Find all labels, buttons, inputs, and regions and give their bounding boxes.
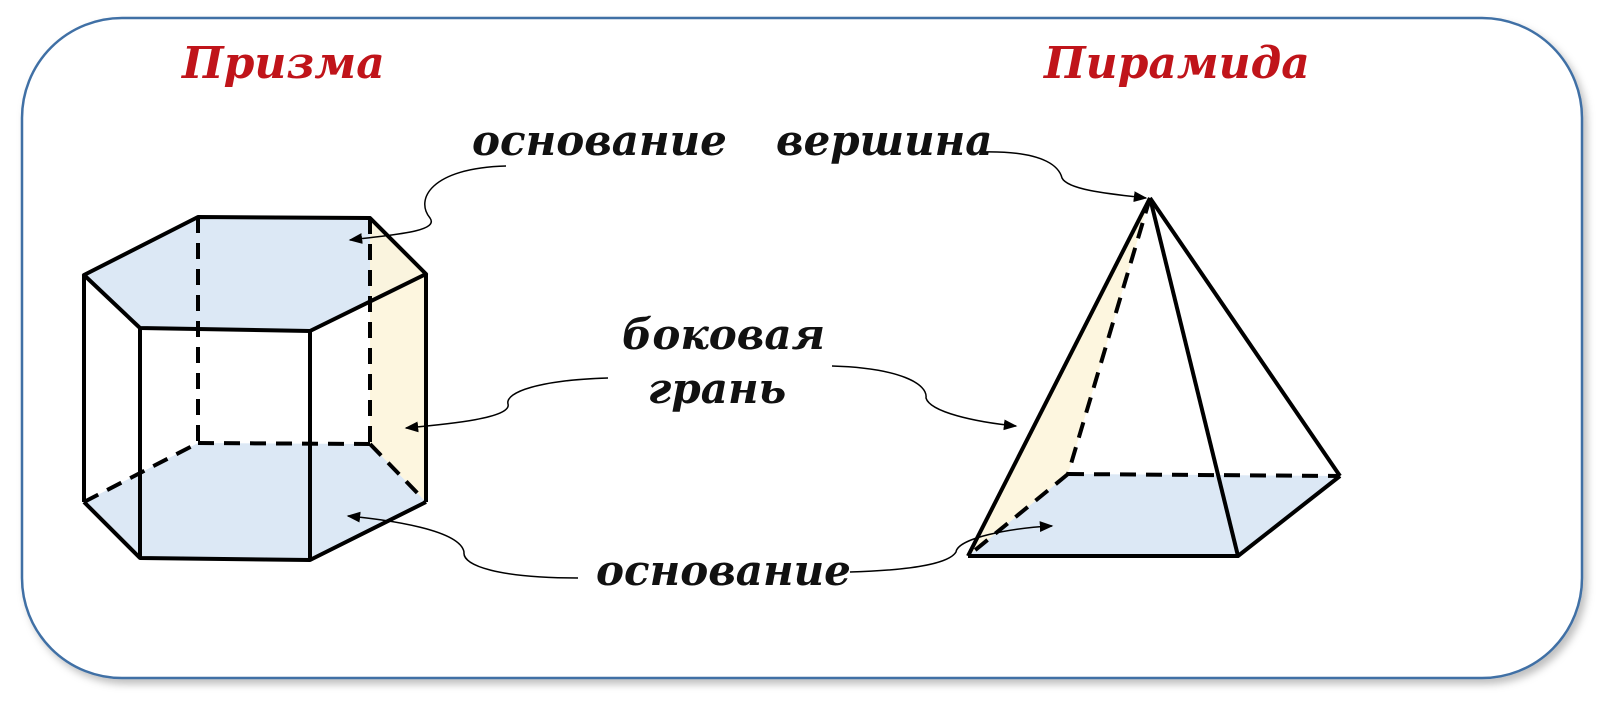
quadrilateral-pyramid bbox=[966, 196, 1342, 558]
arrow-prism-face bbox=[404, 377, 609, 433]
pyramid-hidden-edge bbox=[1067, 472, 1341, 478]
arrow-pyramid-face bbox=[831, 365, 1018, 431]
arrow-pyramid-base bbox=[849, 521, 1054, 573]
label-lateral-face-line2: грань bbox=[647, 364, 787, 413]
pyramid-hidden-edge bbox=[966, 472, 1070, 558]
prism-title: Призма bbox=[182, 38, 385, 89]
label-bottom-base: основание bbox=[596, 546, 851, 595]
pyramid-title: Пирамида bbox=[1044, 38, 1310, 89]
pyramid-edge bbox=[1148, 197, 1240, 557]
arrow-apex bbox=[979, 151, 1148, 203]
pyramid-edge bbox=[1148, 196, 1342, 478]
hexagonal-prism bbox=[82, 215, 428, 562]
arrow-prism-bottom-base bbox=[346, 511, 579, 579]
pyramid-base bbox=[968, 474, 1340, 556]
pyramid-edge bbox=[966, 197, 1152, 557]
prism-bottom-outline bbox=[82, 500, 427, 562]
arrow-top-base bbox=[348, 165, 507, 244]
label-pyramid-apex: вершина bbox=[776, 116, 993, 165]
label-lateral-face-line1: боковая bbox=[622, 310, 826, 359]
prism-hidden-edge bbox=[197, 441, 371, 446]
prism-top-base bbox=[84, 217, 426, 331]
prism-hidden-edge bbox=[368, 442, 428, 504]
label-prism-top-base: основание bbox=[472, 116, 727, 165]
prism-bottom-base bbox=[84, 443, 426, 560]
pyramid-base-outline bbox=[968, 474, 1342, 558]
pyramid-hidden-edge bbox=[1066, 197, 1152, 475]
